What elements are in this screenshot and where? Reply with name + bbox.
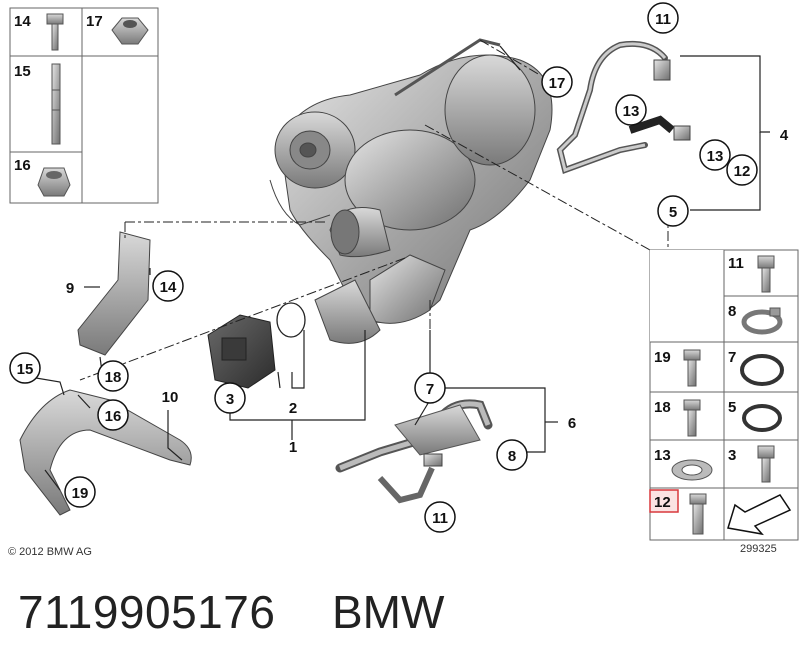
- actuator: [207, 314, 276, 389]
- nut-16-icon: [37, 167, 71, 197]
- callout-8: 8: [496, 439, 528, 471]
- callout-4: 4: [780, 127, 789, 144]
- image-number: 299325: [740, 543, 777, 555]
- table-label-11: 11: [728, 255, 744, 272]
- table-label-17: 17: [86, 13, 103, 30]
- bracket-10: [19, 389, 192, 516]
- table-label-16: 16: [14, 157, 31, 174]
- callout-6: 6: [568, 415, 576, 432]
- svg-text:16: 16: [105, 408, 122, 425]
- oil-return-line: [335, 399, 493, 504]
- callout-15: 15: [9, 352, 41, 384]
- callout-13-a: 13: [615, 94, 647, 126]
- svg-text:2: 2: [289, 400, 297, 417]
- svg-text:13: 13: [707, 148, 724, 165]
- svg-text:18: 18: [105, 369, 122, 386]
- banjo-bolt-11-icon: [757, 255, 775, 293]
- callout-3: 3: [214, 382, 246, 414]
- callout-17: 17: [541, 66, 573, 98]
- svg-text:17: 17: [549, 75, 566, 92]
- table-label-8: 8: [728, 303, 736, 320]
- bracket-9: [77, 231, 151, 356]
- svg-text:3: 3: [226, 391, 234, 408]
- svg-text:4: 4: [780, 127, 789, 144]
- stud-15-icon: [51, 63, 61, 145]
- callout-14: 14: [152, 270, 184, 302]
- callouts: 1 2 3 4 5 6 7 8 9 10 11 11 12 13 13 14 1…: [9, 2, 789, 533]
- copyright-text: © 2012 BMW AG: [8, 546, 92, 558]
- nut-17-icon: [111, 17, 149, 45]
- table-label-19: 19: [654, 349, 671, 366]
- banjo-bolt-12-icon: [689, 493, 707, 535]
- callout-11-bottom: 11: [424, 501, 456, 533]
- table-label-13: 13: [654, 447, 671, 464]
- clamp-8-icon: [741, 307, 783, 335]
- callout-1: 1: [289, 439, 297, 456]
- svg-text:15: 15: [17, 361, 34, 378]
- arrow-icon: [727, 494, 792, 536]
- table-label-5: 5: [728, 399, 736, 416]
- table-label-18: 18: [654, 399, 671, 416]
- svg-text:9: 9: [66, 280, 74, 297]
- svg-text:12: 12: [734, 163, 751, 180]
- svg-text:13: 13: [623, 103, 640, 120]
- svg-text:1: 1: [289, 439, 297, 456]
- callout-2: 2: [289, 400, 297, 417]
- table-label-12: 12: [654, 494, 671, 511]
- table-label-3: 3: [728, 447, 736, 464]
- highlight-box: [649, 489, 679, 513]
- callout-11-top: 11: [647, 2, 679, 34]
- table-label-14: 14: [14, 13, 31, 30]
- callout-13-b: 13: [699, 139, 731, 171]
- svg-text:5: 5: [669, 204, 677, 221]
- svg-text:10: 10: [162, 389, 179, 406]
- gasket-7-icon: [740, 354, 784, 386]
- table-label-15: 15: [14, 63, 31, 80]
- washer-13-icon: [671, 459, 713, 481]
- gasket-ring: [276, 302, 306, 338]
- svg-text:7: 7: [426, 381, 434, 398]
- callout-10: 10: [162, 389, 179, 406]
- oil-feed-line: [556, 40, 691, 174]
- brand-name: BMW: [332, 586, 445, 638]
- part-number: 7119905176: [18, 586, 276, 638]
- svg-text:14: 14: [160, 279, 177, 296]
- svg-text:19: 19: [72, 485, 89, 502]
- svg-text:11: 11: [432, 510, 448, 527]
- bolt-19-icon: [683, 349, 701, 387]
- svg-text:6: 6: [568, 415, 576, 432]
- table-label-7: 7: [728, 349, 736, 366]
- callout-5: 5: [657, 195, 689, 227]
- callout-9: 9: [66, 280, 74, 297]
- left-parts-table: [9, 7, 159, 204]
- callout-18: 18: [97, 360, 129, 392]
- bolt-3-icon: [757, 445, 775, 483]
- callout-16: 16: [97, 399, 129, 431]
- callout-7: 7: [414, 372, 446, 404]
- bolt-14-icon: [46, 13, 64, 51]
- callout-19: 19: [64, 476, 96, 508]
- svg-text:8: 8: [508, 448, 516, 465]
- callout-12: 12: [726, 154, 758, 186]
- parts-diagram: 14 17 15 16: [8, 2, 799, 558]
- bolt-18-icon: [683, 399, 701, 437]
- dashed-leaders: [79, 39, 669, 381]
- svg-text:11: 11: [655, 11, 671, 28]
- turbocharger: [269, 38, 553, 344]
- gasket-5-icon: [742, 404, 782, 432]
